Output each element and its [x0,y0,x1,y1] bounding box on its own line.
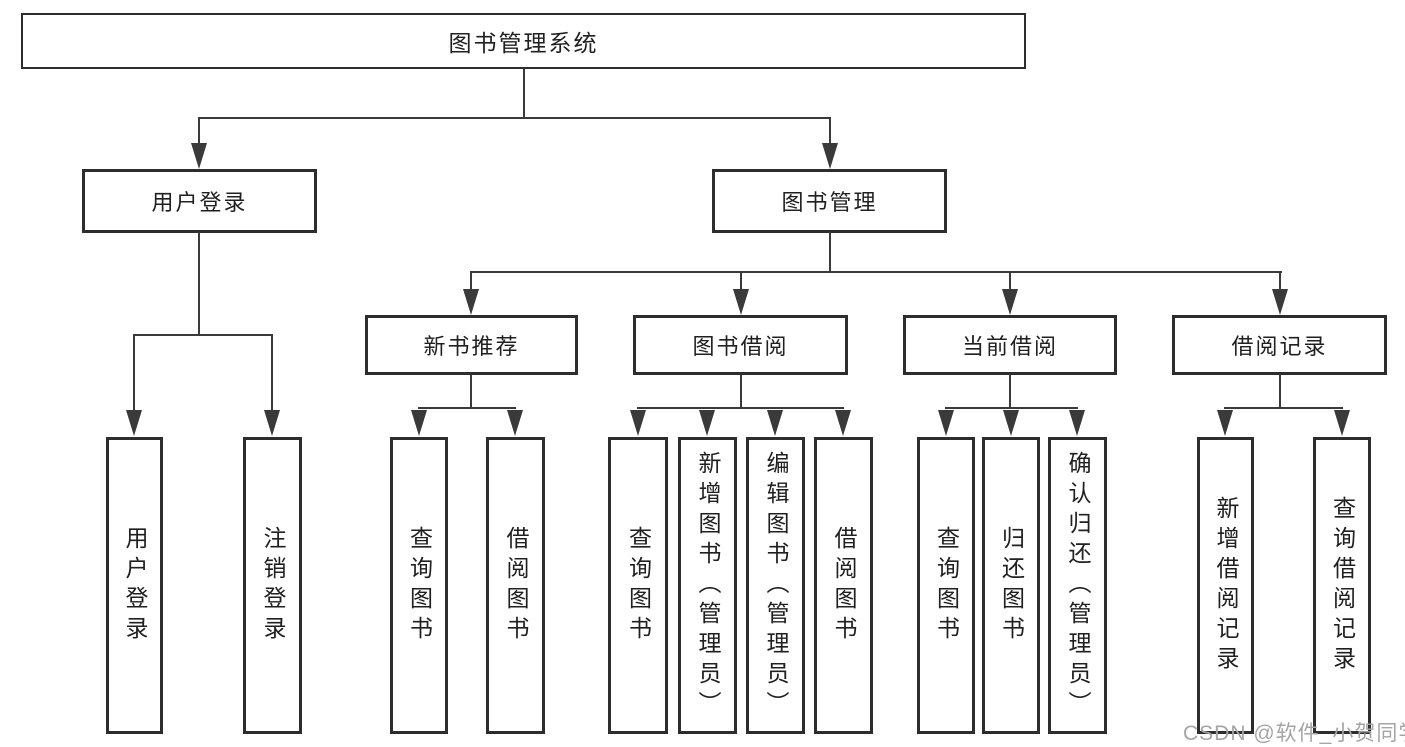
leaf-borrow-books-1: 借阅图书 [486,437,545,734]
node-borrow-records-label: 借阅记录 [1231,334,1328,359]
leaf-query-borrow-record-label: 查询借阅记录 [1329,495,1356,676]
leaf-edit-book-admin: 编辑图书（管理员） [746,437,805,734]
connector-user-rail [133,334,273,336]
arrow-down-icon [1069,410,1085,436]
connector-g1-rail [418,407,516,409]
leaf-add-book-admin-label: 新增图书（管理员） [695,450,721,721]
leaf-add-borrow-record: 新增借阅记录 [1197,437,1254,734]
connector-stub-logout [271,334,273,414]
node-book-management: 图书管理 [712,169,947,233]
node-book-borrow: 图书借阅 [633,315,848,375]
leaf-query-books-1: 查询图书 [390,437,448,734]
node-library-system: 图书管理系统 [21,13,1026,69]
arrow-down-icon [507,410,523,436]
leaf-confirm-return-admin: 确认归还（管理员） [1048,437,1107,734]
leaf-user-login: 用户登录 [106,437,163,734]
leaf-add-borrow-record-label: 新增借阅记录 [1213,495,1239,676]
leaf-query-books-3: 查询图书 [917,437,975,734]
node-library-system-label: 图书管理系统 [448,30,599,56]
arrow-down-icon [767,410,783,436]
leaf-query-borrow-record: 查询借阅记录 [1313,437,1371,734]
arrow-down-icon [699,410,715,436]
arrow-down-icon [1002,289,1018,315]
leaf-query-books-1-label: 查询图书 [406,525,433,646]
leaf-borrow-books-2-label: 借阅图书 [831,525,857,646]
connector-stub-book-borrow [740,271,742,293]
leaf-return-books-label: 归还图书 [998,525,1025,646]
connector-g4-stem [1279,374,1281,409]
arrow-down-icon [411,410,427,436]
connector-stub-login [133,334,135,414]
node-new-book-recommend-label: 新书推荐 [423,334,520,359]
connector-bookmgmt-stem [829,232,831,273]
node-book-management-label: 图书管理 [781,190,878,215]
connector-user-stem [198,232,200,336]
leaf-return-books: 归还图书 [982,437,1040,734]
arrow-down-icon [126,410,142,436]
node-book-borrow-label: 图书借阅 [692,334,789,359]
connector-root-rail [198,117,831,119]
arrow-down-icon [463,289,479,315]
leaf-confirm-return-admin-label: 确认归还（管理员） [1065,450,1091,721]
arrow-down-icon [733,289,749,315]
leaf-logout-label: 注销登录 [260,525,286,646]
leaf-query-books-2: 查询图书 [608,437,668,734]
connector-g3-stem [1009,374,1011,409]
connector-stub-borrow-records [1279,271,1281,293]
arrow-down-icon [835,410,851,436]
connector-stub-new-book [470,271,472,293]
connector-root-stem [523,69,525,118]
arrow-down-icon [630,410,646,436]
arrow-down-icon [1272,289,1288,315]
arrow-down-icon [191,143,207,169]
leaf-logout: 注销登录 [243,437,302,734]
connector-g2-stem [740,374,742,409]
connector-level3-rail [470,271,1282,273]
arrow-down-icon [1217,410,1233,436]
connector-stub-current-borrow [1009,271,1011,293]
arrow-down-icon [822,143,838,169]
arrow-down-icon [938,410,954,436]
arrow-down-icon [1003,410,1019,436]
connector-g4-rail [1224,407,1343,409]
connector-g2-rail [637,407,844,409]
connector-g1-stem [470,374,472,409]
node-new-book-recommend: 新书推荐 [365,315,578,375]
connector-stub-book-management [829,117,831,147]
leaf-query-books-3-label: 查询图书 [933,525,960,646]
leaf-borrow-books-2: 借阅图书 [814,437,873,734]
leaf-user-login-label: 用户登录 [122,525,148,646]
watermark: CSDN @软件_小贺同学 [1183,722,1405,745]
leaf-query-books-2-label: 查询图书 [625,525,652,646]
leaf-borrow-books-1-label: 借阅图书 [503,525,529,646]
arrow-down-icon [1334,410,1350,436]
node-user-login: 用户登录 [82,169,317,233]
arrow-down-icon [264,410,280,436]
leaf-edit-book-admin-label: 编辑图书（管理员） [763,450,789,721]
leaf-add-book-admin: 新增图书（管理员） [678,437,737,734]
connector-g3-rail [945,407,1078,409]
connector-stub-user-login [198,117,200,147]
node-current-borrow: 当前借阅 [903,315,1117,375]
node-current-borrow-label: 当前借阅 [961,334,1058,359]
node-borrow-records: 借阅记录 [1172,315,1387,375]
node-user-login-label: 用户登录 [151,190,248,215]
